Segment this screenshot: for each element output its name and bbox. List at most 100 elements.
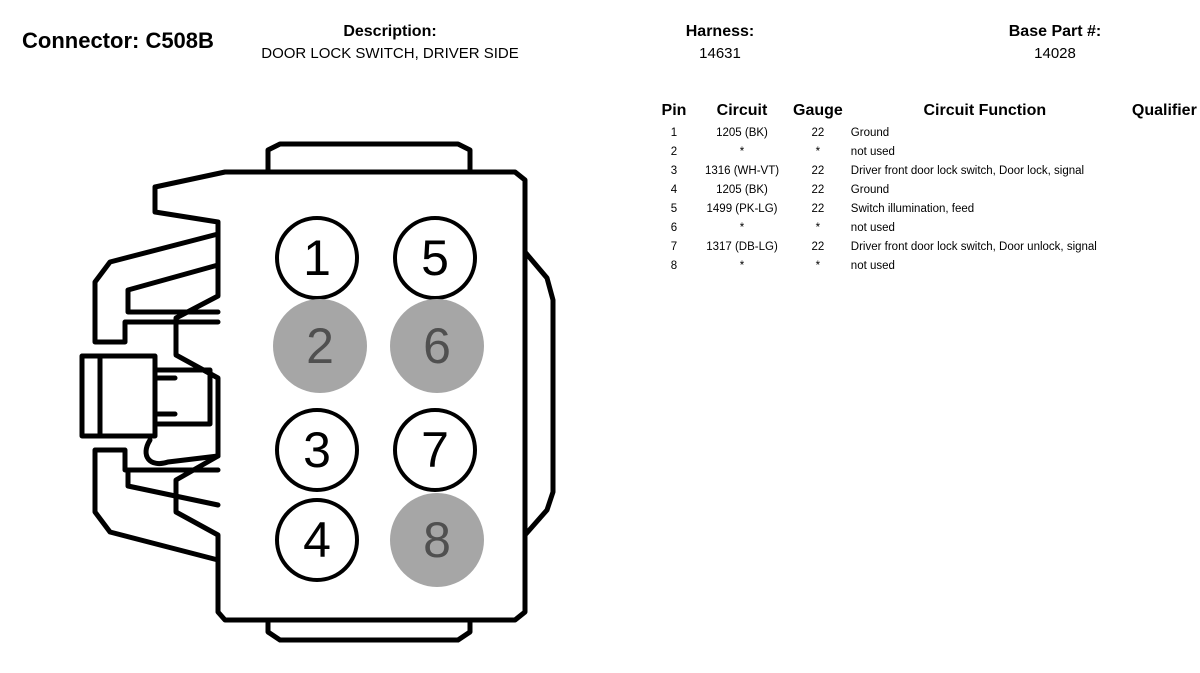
cell-circuit: 1317 (DB-LG) [706,240,778,253]
pin-cavity-3: 3 [275,408,359,492]
base-part-label: Base Part #: [1008,23,1102,40]
pin-circle [390,493,484,587]
cell-function: not used [850,221,895,234]
bottom-latch-tab [265,617,473,643]
cell-circuit: 1316 (WH-VT) [704,164,780,177]
pin-number: 8 [423,512,451,568]
cell-pin: 7 [670,240,678,253]
cell-circuit: 1499 (PK-LG) [706,202,778,215]
pin-circle [393,408,477,492]
base-part-block: Base Part #: 14028 [990,21,1120,65]
cell-gauge: * [815,221,821,234]
cell-circuit: 1205 (BK) [716,126,768,139]
pin-number: 4 [303,512,331,568]
cell-qualifier [1124,123,1200,142]
pin-table: Pin Circuit Gauge Circuit Function Quali… [654,101,1200,275]
description-label: Description: [343,23,437,40]
cell-gauge: 22 [811,126,825,139]
cell-gauge: 22 [811,202,825,215]
pin-cavity-1: 1 [275,216,359,300]
cell-gauge: * [815,145,821,158]
cell-qualifier [1124,180,1200,199]
cell-gauge: 22 [811,183,825,196]
cell-pin: 8 [670,259,678,272]
harness-value: 14631 [699,45,741,62]
column-header-circuit: Circuit [716,102,768,119]
cell-function: Switch illumination, feed [850,202,975,215]
connector-housing-outline [79,141,556,643]
pin-cavity-5: 5 [393,216,477,300]
pin-circle [390,299,484,393]
pin-number: 2 [306,318,334,374]
pin-cavities: 1 5 2 6 3 7 4 8 [273,216,484,587]
cell-function: Driver front door lock switch, Door lock… [850,164,1085,177]
description-value: DOOR LOCK SWITCH, DRIVER SIDE [261,45,519,62]
cell-qualifier [1124,218,1200,237]
pin-number: 1 [303,230,331,286]
pin-circle [275,498,359,582]
cell-qualifier [1124,199,1200,218]
table-row: 6 * * not used [654,218,1200,237]
cell-circuit: * [739,145,745,158]
pin-cavity-8: 8 [390,493,484,587]
cell-pin: 1 [670,126,678,139]
top-latch-tab [265,141,473,175]
pin-cavity-6: 6 [390,299,484,393]
cell-function: not used [850,145,895,158]
pin-cavity-2: 2 [273,299,367,393]
column-header-gauge: Gauge [793,102,843,119]
lower-latch-hook [143,437,221,466]
cell-circuit: * [739,259,745,272]
table-row: 5 1499 (PK-LG) 22 Switch illumination, f… [654,199,1200,218]
upper-latch [92,231,221,345]
pin-cavity-7: 7 [393,408,477,492]
cell-function: Ground [850,183,890,196]
column-header-circuit-function: Circuit Function [923,102,1047,119]
table-row: 4 1205 (BK) 22 Ground [654,180,1200,199]
cell-pin: 2 [670,145,678,158]
harness-label: Harness: [685,23,755,40]
column-header-qualifier: Qualifier [1131,102,1197,119]
cell-qualifier [1124,256,1200,275]
cell-qualifier [1124,142,1200,161]
pin-number: 7 [421,422,449,478]
connector-title: Connector: C508B [22,28,214,53]
cell-gauge: * [815,259,821,272]
cell-pin: 4 [670,183,678,196]
lower-latch-inner [125,467,221,508]
pin-circle [273,299,367,393]
description-block: Description: DOOR LOCK SWITCH, DRIVER SI… [240,21,540,65]
cell-circuit: 1205 (BK) [716,183,768,196]
cell-gauge: 22 [811,240,825,253]
table-row: 2 * * not used [654,142,1200,161]
table-row: 8 * * not used [654,256,1200,275]
right-side-rail [522,249,556,538]
pin-cavity-4: 4 [275,498,359,582]
column-header-pin: Pin [661,102,687,119]
harness-block: Harness: 14631 [660,21,780,65]
pin-circle [275,408,359,492]
pin-circle [275,216,359,300]
cell-qualifier [1124,161,1200,180]
housing-body [152,169,528,623]
cell-function: Driver front door lock switch, Door unlo… [850,240,1097,253]
table-row: 3 1316 (WH-VT) 22 Driver front door lock… [654,161,1200,180]
center-key-ticks [152,375,178,417]
pin-number: 6 [423,318,451,374]
pin-table-header: Pin Circuit Gauge Circuit Function Quali… [654,101,1200,123]
cell-pin: 6 [670,221,678,234]
cell-pin: 3 [670,164,678,177]
lower-latch [92,447,221,563]
table-row: 1 1205 (BK) 22 Ground [654,123,1200,142]
center-key-stub [79,353,103,439]
pin-number: 5 [421,230,449,286]
table-row: 7 1317 (DB-LG) 22 Driver front door lock… [654,237,1200,256]
pin-number: 3 [303,422,331,478]
cell-gauge: 22 [811,164,825,177]
upper-latch-inner [125,262,221,315]
pin-circle [393,216,477,300]
cell-function: not used [850,259,895,272]
cell-circuit: * [739,221,745,234]
cell-qualifier [1124,237,1200,256]
cell-pin: 5 [670,202,678,215]
